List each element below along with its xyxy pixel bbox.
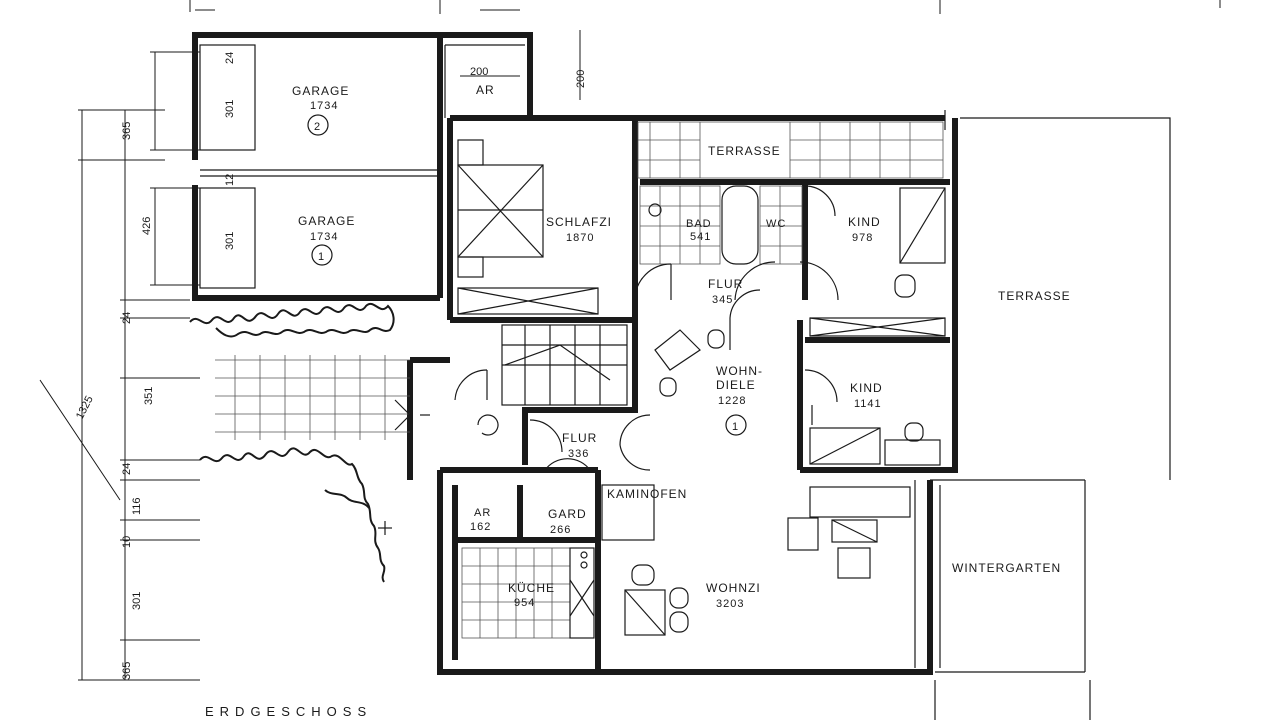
- kaminofen-label: KAMINOFEN: [607, 487, 687, 501]
- wohndiele-label-2: DIELE: [716, 378, 756, 392]
- bad-label: BAD: [686, 218, 712, 230]
- dim-left-351: 351: [143, 387, 155, 405]
- exterior-right: [930, 110, 1171, 720]
- flur-top-area: 345: [712, 294, 733, 306]
- wohnzi-label: WOHNZI: [706, 581, 761, 595]
- bad-wc-fixtures: [639, 185, 803, 265]
- schlafzi-furniture: [457, 139, 599, 315]
- ar-small-label: AR: [474, 507, 491, 519]
- kind-top-label: KIND: [848, 215, 881, 229]
- house-walls: [407, 115, 958, 675]
- garage-2-label: GARAGE: [292, 84, 349, 98]
- wohndiele-marker-circle: [725, 414, 747, 436]
- terrasse-top-label: TERRASSE: [708, 144, 781, 158]
- kind-top-area: 978: [852, 232, 873, 244]
- terrasse-top-tiles: [637, 121, 944, 179]
- garage-1-label: GARAGE: [298, 214, 355, 228]
- flur-top-doors: [634, 261, 839, 301]
- gard-area: 266: [550, 524, 571, 536]
- wohndiele-area: 1228: [718, 395, 746, 407]
- dim-garage-24: 24: [224, 52, 236, 64]
- flur-mid-label: FLUR: [562, 431, 597, 445]
- wc-label: WC: [766, 218, 786, 230]
- entry-area: [420, 369, 499, 436]
- kind-mid-label: KIND: [850, 381, 883, 395]
- kuche-fixtures: [461, 547, 595, 639]
- flur-mid-area: 336: [568, 448, 589, 460]
- kuche-label: KÜCHE: [508, 581, 555, 595]
- ar-top-label: AR: [476, 83, 495, 97]
- dim-left-10: 10: [121, 536, 133, 548]
- dim-left-301: 301: [131, 592, 143, 610]
- ar-small-area: 162: [470, 521, 491, 533]
- kind-mid-area: 1141: [854, 398, 882, 410]
- dim-left-1325: 1325: [74, 394, 96, 421]
- kuche-area: 954: [514, 597, 535, 609]
- flur-mid-doors: [529, 419, 651, 471]
- dim-left-24-b: 24: [121, 463, 133, 475]
- dim-ar-200: 200: [470, 66, 488, 78]
- schlafzi-label: SCHLAFZI: [546, 215, 612, 229]
- garage-2-marker: 2: [314, 121, 321, 133]
- dim-garage-12: 12: [224, 174, 236, 186]
- left-dimension-lines: [39, 109, 200, 681]
- dim-left-365-bottom: 365: [121, 662, 133, 680]
- garage-block: [150, 32, 533, 301]
- kind-top-furniture: [804, 185, 946, 337]
- floor-title: ERDGESCHOSS: [205, 704, 372, 719]
- dim-left-116: 116: [131, 497, 143, 515]
- top-edge-marks: [189, 0, 1221, 14]
- garage-1-marker-circle: [311, 244, 333, 266]
- dim-left-24-a: 24: [121, 312, 133, 324]
- dim-top-200: 200: [575, 70, 587, 88]
- dim-left-365-top: 365: [121, 122, 133, 140]
- exterior-paving: [215, 355, 411, 440]
- wohnzi-furniture: [624, 480, 916, 668]
- garage-1-area: 1734: [310, 231, 338, 243]
- wohndiele-label-1: WOHN-: [716, 364, 763, 378]
- kaminofen-box: [601, 484, 655, 541]
- schlafzi-area: 1870: [566, 232, 594, 244]
- garage-2-area: 1734: [310, 100, 338, 112]
- bad-area: 541: [690, 231, 711, 243]
- dim-garage-301-low: 301: [224, 232, 236, 250]
- kind-mid-furniture: [804, 369, 941, 466]
- stairs: [501, 324, 628, 406]
- hedge-scribbles: [189, 303, 395, 583]
- dim-left-426: 426: [141, 217, 153, 235]
- dim-garage-301-top: 301: [224, 100, 236, 118]
- wohndiele-marker: 1: [732, 421, 739, 433]
- wohndiele-fixtures: [619, 289, 761, 446]
- gard-label: GARD: [548, 507, 587, 521]
- terrasse-right-label: TERRASSE: [998, 289, 1071, 303]
- wintergarten-label: WINTERGARTEN: [952, 561, 1061, 575]
- garage-1-marker: 1: [318, 251, 325, 263]
- garage-2-marker-circle: [307, 114, 329, 136]
- wohnzi-area: 3203: [716, 598, 744, 610]
- flur-top-label: FLUR: [708, 277, 743, 291]
